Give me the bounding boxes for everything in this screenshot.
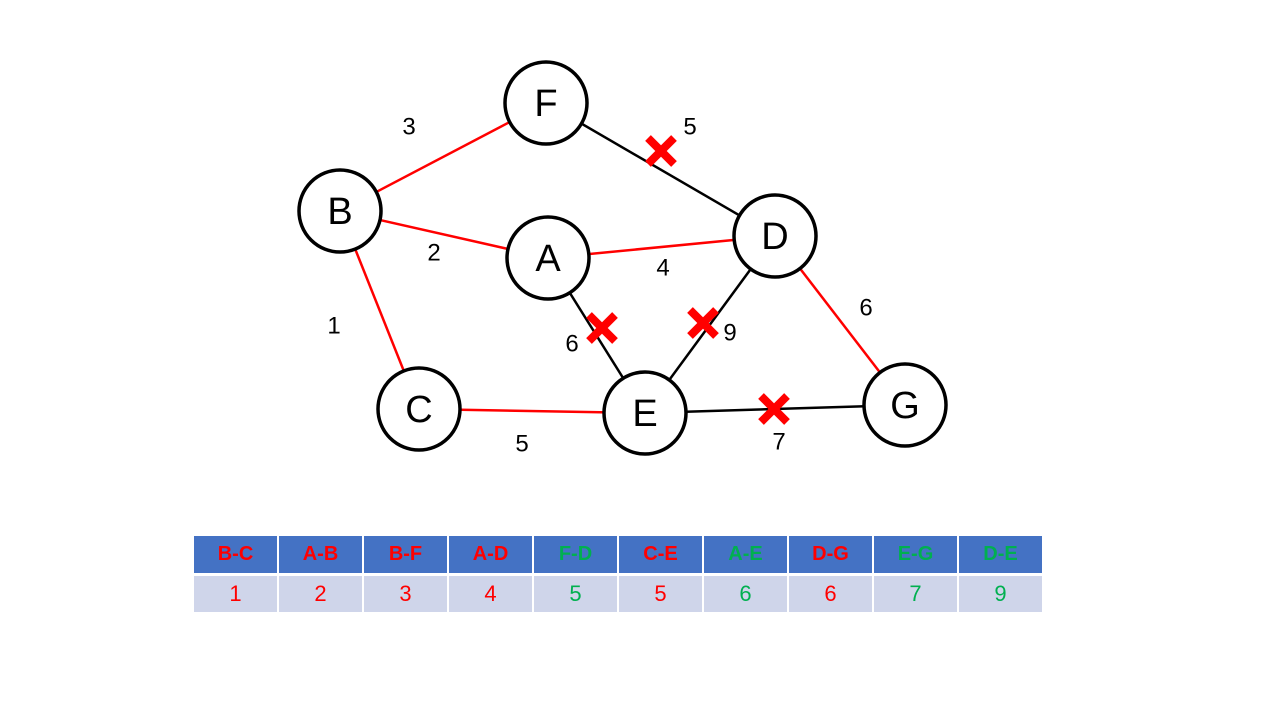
node-b: B xyxy=(297,168,383,254)
edge-weight-e-g: 7 xyxy=(772,429,785,456)
node-circle xyxy=(602,370,688,456)
table-edge-cell: C-E xyxy=(618,536,704,576)
node-label: A xyxy=(535,238,561,280)
node-circle xyxy=(862,362,948,448)
node-circle xyxy=(505,215,591,301)
table-edge-cell: F-D xyxy=(533,536,619,576)
table-weight-cell: 5 xyxy=(533,574,619,612)
rejected-cross-icon xyxy=(645,135,677,167)
crosses-layer xyxy=(586,135,790,425)
table-edge-cell: D-E xyxy=(958,536,1042,576)
weights-layer: 3 5 2 4 1 6 9 6 5 7 xyxy=(327,114,872,458)
table-edge-cell: A-B xyxy=(278,536,364,576)
node-label: C xyxy=(405,389,432,431)
node-label: F xyxy=(534,83,557,125)
table-weight-cell: 7 xyxy=(873,574,959,612)
table-weight-cell: 2 xyxy=(278,574,364,612)
rejected-cross-icon xyxy=(758,393,790,425)
table-edge-cell: B-C xyxy=(194,536,279,576)
edge-weight-a-e: 6 xyxy=(565,331,578,358)
edge-weight-b-f: 3 xyxy=(402,114,415,141)
table-edge-cell: A-E xyxy=(703,536,789,576)
node-circle xyxy=(376,366,462,452)
table-weight-cell: 6 xyxy=(703,574,789,612)
nodes-layer: F B A D C E G xyxy=(297,60,948,456)
edge-weight-c-e: 5 xyxy=(515,431,528,458)
edges-layer xyxy=(338,101,906,415)
table-weight-cell: 1 xyxy=(194,574,279,612)
edge-weight-d-e: 9 xyxy=(723,320,736,347)
edge-weight-a-d: 4 xyxy=(656,255,669,282)
node-c: C xyxy=(376,366,462,452)
edge-weight-f-d: 5 xyxy=(683,114,696,141)
rejected-cross-icon xyxy=(586,312,618,344)
table-weight-cell: 3 xyxy=(363,574,449,612)
node-a: A xyxy=(505,215,591,301)
node-d: D xyxy=(732,193,818,279)
table-weight-cell: 5 xyxy=(618,574,704,612)
edge-weight-b-a: 2 xyxy=(427,240,440,267)
edge-weight-d-g: 6 xyxy=(859,295,872,322)
node-f: F xyxy=(503,60,589,146)
node-circle xyxy=(503,60,589,146)
table-edge-cell: B-F xyxy=(363,536,449,576)
rejected-cross-icon xyxy=(687,307,719,339)
table-edge-cell: D-G xyxy=(788,536,874,576)
edge-weight-b-c: 1 xyxy=(327,313,340,340)
node-g: G xyxy=(862,362,948,448)
node-circle xyxy=(297,168,383,254)
table-edge-cell: A-D xyxy=(448,536,534,576)
node-label: B xyxy=(327,191,352,233)
node-label: G xyxy=(890,385,920,427)
node-circle xyxy=(732,193,818,279)
node-label: D xyxy=(761,216,788,258)
table-edge-cell: E-G xyxy=(873,536,959,576)
table-weight-cell: 4 xyxy=(448,574,534,612)
table-weight-cell: 6 xyxy=(788,574,874,612)
table-weight-cell: 9 xyxy=(958,574,1042,612)
edge-f-d xyxy=(545,101,776,238)
node-label: E xyxy=(632,393,657,435)
node-e: E xyxy=(602,370,688,456)
